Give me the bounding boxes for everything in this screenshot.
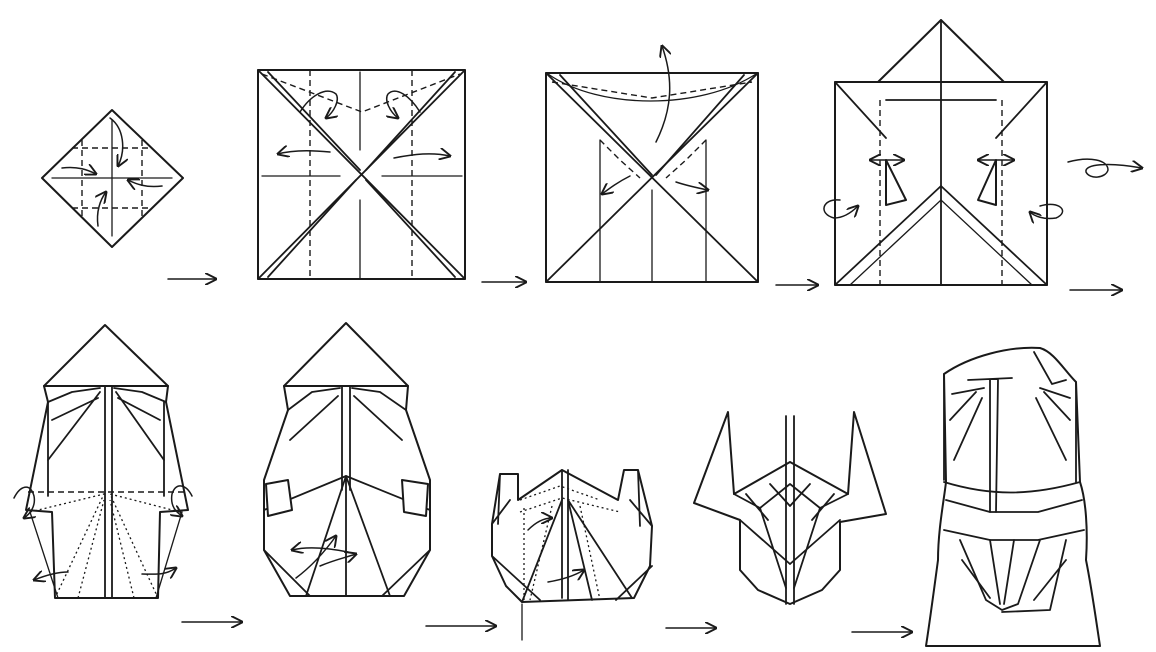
step-5 [14,325,192,598]
step-6 [264,323,430,596]
step-9 [926,348,1100,646]
step-2 [258,70,465,279]
step-8 [694,412,886,604]
step-7 [492,470,652,640]
turn-over-symbol [1068,159,1142,177]
step-4 [824,20,1063,285]
step-1 [42,110,183,247]
step-3 [546,46,758,282]
